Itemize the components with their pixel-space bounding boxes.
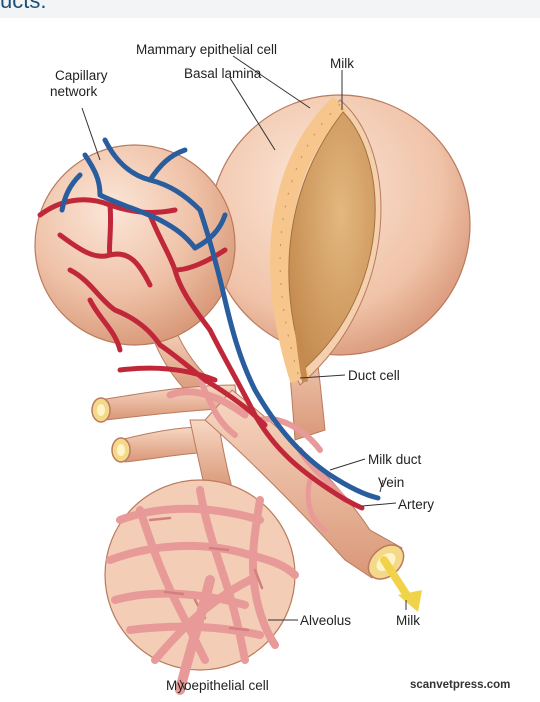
capillary-veins — [59, 137, 381, 501]
label-basal-lamina: Basal lamina — [184, 66, 262, 81]
label-myoepithelial-cell: Myoepithelial cell — [166, 678, 269, 693]
open-alveolus — [209, 94, 471, 386]
bottom-alveolus — [104, 479, 299, 695]
label-milk-bottom: Milk — [396, 613, 420, 628]
label-milk-top: Milk — [330, 56, 354, 71]
label-duct-cell: Duct cell — [348, 368, 400, 383]
label-alveolus: Alveolus — [300, 613, 351, 628]
label-milk-duct: Milk duct — [368, 452, 422, 467]
label-vein: Vein — [378, 475, 404, 490]
label-artery: Artery — [398, 497, 434, 512]
milk-arrow — [380, 556, 422, 612]
capillary-alveolus — [34, 137, 381, 511]
label-mammary-epithelial-cell: Mammary epithelial cell — [136, 42, 277, 57]
header-partial-text: ucts. — [0, 0, 47, 13]
label-network: network — [50, 84, 98, 99]
top-bar — [0, 0, 540, 18]
leader-lines — [81, 55, 407, 691]
credit-text: scanvetpress.com — [410, 679, 510, 691]
label-capillary: Capillary — [55, 68, 108, 83]
capillary-arteries — [37, 197, 365, 511]
